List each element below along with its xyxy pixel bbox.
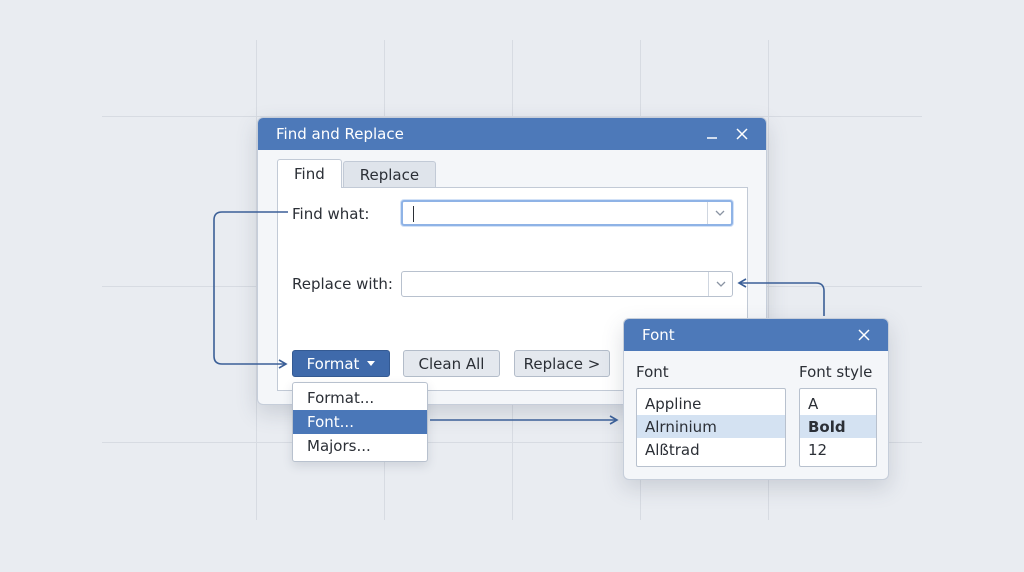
font-list: Appline Alrninium Alßtrad: [636, 388, 786, 467]
find-what-input[interactable]: [401, 200, 733, 226]
tab-replace[interactable]: Replace: [342, 161, 437, 187]
font-titlebar: Font: [624, 319, 888, 351]
font-dialog-title: Font: [642, 326, 675, 344]
font-list-label: Font: [636, 363, 669, 381]
menu-item-font[interactable]: Font...: [293, 410, 427, 434]
dialog-title: Find and Replace: [276, 125, 404, 143]
replace-with-label: Replace with:: [292, 275, 393, 293]
tab-find[interactable]: Find: [277, 159, 342, 188]
style-list-item-selected[interactable]: Bold: [800, 415, 876, 438]
format-button[interactable]: Format: [292, 350, 390, 377]
close-icon[interactable]: [854, 325, 874, 345]
replace-button[interactable]: Replace >: [514, 350, 610, 377]
text-cursor: [413, 206, 414, 222]
replace-with-input[interactable]: [401, 271, 733, 297]
find-what-label: Find what:: [292, 205, 370, 223]
font-dialog: Font Font Font style Appline Alrninium A…: [623, 318, 889, 480]
close-icon[interactable]: [732, 124, 752, 144]
chevron-down-icon[interactable]: [707, 202, 731, 224]
chevron-down-icon[interactable]: [708, 272, 732, 296]
font-list-item[interactable]: Alßtrad: [645, 440, 700, 459]
minimize-icon[interactable]: [702, 124, 722, 144]
clean-all-button[interactable]: Clean All: [403, 350, 500, 377]
font-style-label: Font style: [799, 363, 873, 381]
font-list-item-selected[interactable]: Alrninium: [637, 415, 785, 438]
menu-item-format[interactable]: Format...: [307, 389, 375, 407]
style-list-item[interactable]: 12: [808, 440, 828, 459]
style-list-item[interactable]: A: [808, 394, 819, 413]
format-button-label: Format: [306, 354, 360, 373]
font-style-list: A Bold 12: [799, 388, 877, 467]
menu-item-majors[interactable]: Majors...: [307, 437, 371, 455]
tab-strip: Find Replace: [277, 159, 437, 188]
font-list-item[interactable]: Appline: [645, 394, 702, 413]
find-replace-titlebar: Find and Replace: [258, 118, 766, 150]
format-dropdown-menu: Format... Font... Majors...: [292, 382, 428, 462]
triangle-down-icon: [367, 361, 376, 366]
